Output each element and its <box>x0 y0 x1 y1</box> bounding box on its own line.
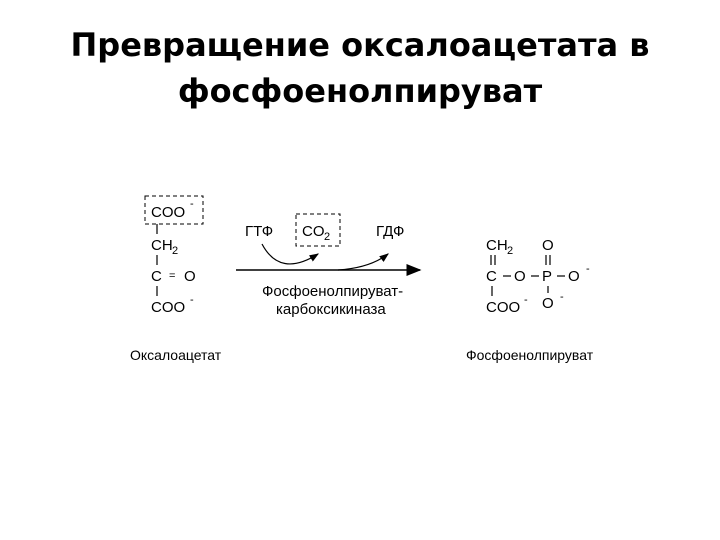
pep-o-right: O <box>568 268 580 285</box>
oxaloacetate-carbonyl-o: O <box>184 268 196 285</box>
gdp-curved-arrow <box>337 253 389 271</box>
carboxyl-removal-box <box>144 195 204 225</box>
pep-coo-charge: - <box>524 294 528 306</box>
enzyme-name-line-1: Фосфоенолпируват- <box>262 283 403 300</box>
oxaloacetate-coo-bottom-charge: - <box>190 294 194 306</box>
oxaloacetate-coo-top-charge: - <box>190 198 194 210</box>
gtp-label: ГТФ <box>245 223 273 240</box>
oxaloacetate-coo-bottom: COO <box>151 299 185 316</box>
oxaloacetate-coo-top: COO <box>151 204 185 221</box>
gtp-curved-arrow <box>261 243 320 265</box>
phosphoenolpyruvate-name: Фосфоенолпируват <box>466 347 594 363</box>
oxaloacetate-ch2: CH <box>151 237 173 254</box>
oxaloacetate-ch2-subscript: 2 <box>172 245 178 257</box>
oxaloacetate-carbonyl-c: C <box>151 268 162 285</box>
enzyme-name-line-2: карбоксикиназа <box>276 301 386 318</box>
oxaloacetate-name: Оксалоацетат <box>130 347 222 363</box>
oxaloacetate-structure: COO - CH 2 C = O COO - <box>144 195 204 316</box>
pep-phosphorus: P <box>542 268 552 285</box>
pep-o-top: O <box>542 237 554 254</box>
pep-ch2-subscript: 2 <box>507 245 513 257</box>
pep-ch2: CH <box>486 237 508 254</box>
reaction-arrow-group: ГТФ CO 2 ГДФ Фосфоенолпируват- карбоксик… <box>236 213 422 318</box>
phosphoenolpyruvate-structure: CH 2 C O P O - O O - COO - <box>486 237 590 316</box>
page-title: Превращение оксалоацетата в фосфоенолпир… <box>0 22 720 114</box>
pep-c: C <box>486 268 497 285</box>
title-line-2: фосфоенолпируват <box>177 72 543 110</box>
co2-label: CO <box>302 223 325 240</box>
pep-o-bottom-charge: - <box>560 291 564 303</box>
gdp-label: ГДФ <box>376 223 404 240</box>
pep-o-bottom: O <box>542 295 554 312</box>
pep-coo: COO <box>486 299 520 316</box>
title-line-1: Превращение оксалоацетата в <box>70 26 650 64</box>
co2-dashed-box <box>295 213 341 247</box>
pep-o-right-charge: - <box>586 263 590 275</box>
co2-subscript: 2 <box>324 231 330 243</box>
pep-o-link: O <box>514 268 526 285</box>
oxaloacetate-double-bond: = <box>169 270 175 282</box>
